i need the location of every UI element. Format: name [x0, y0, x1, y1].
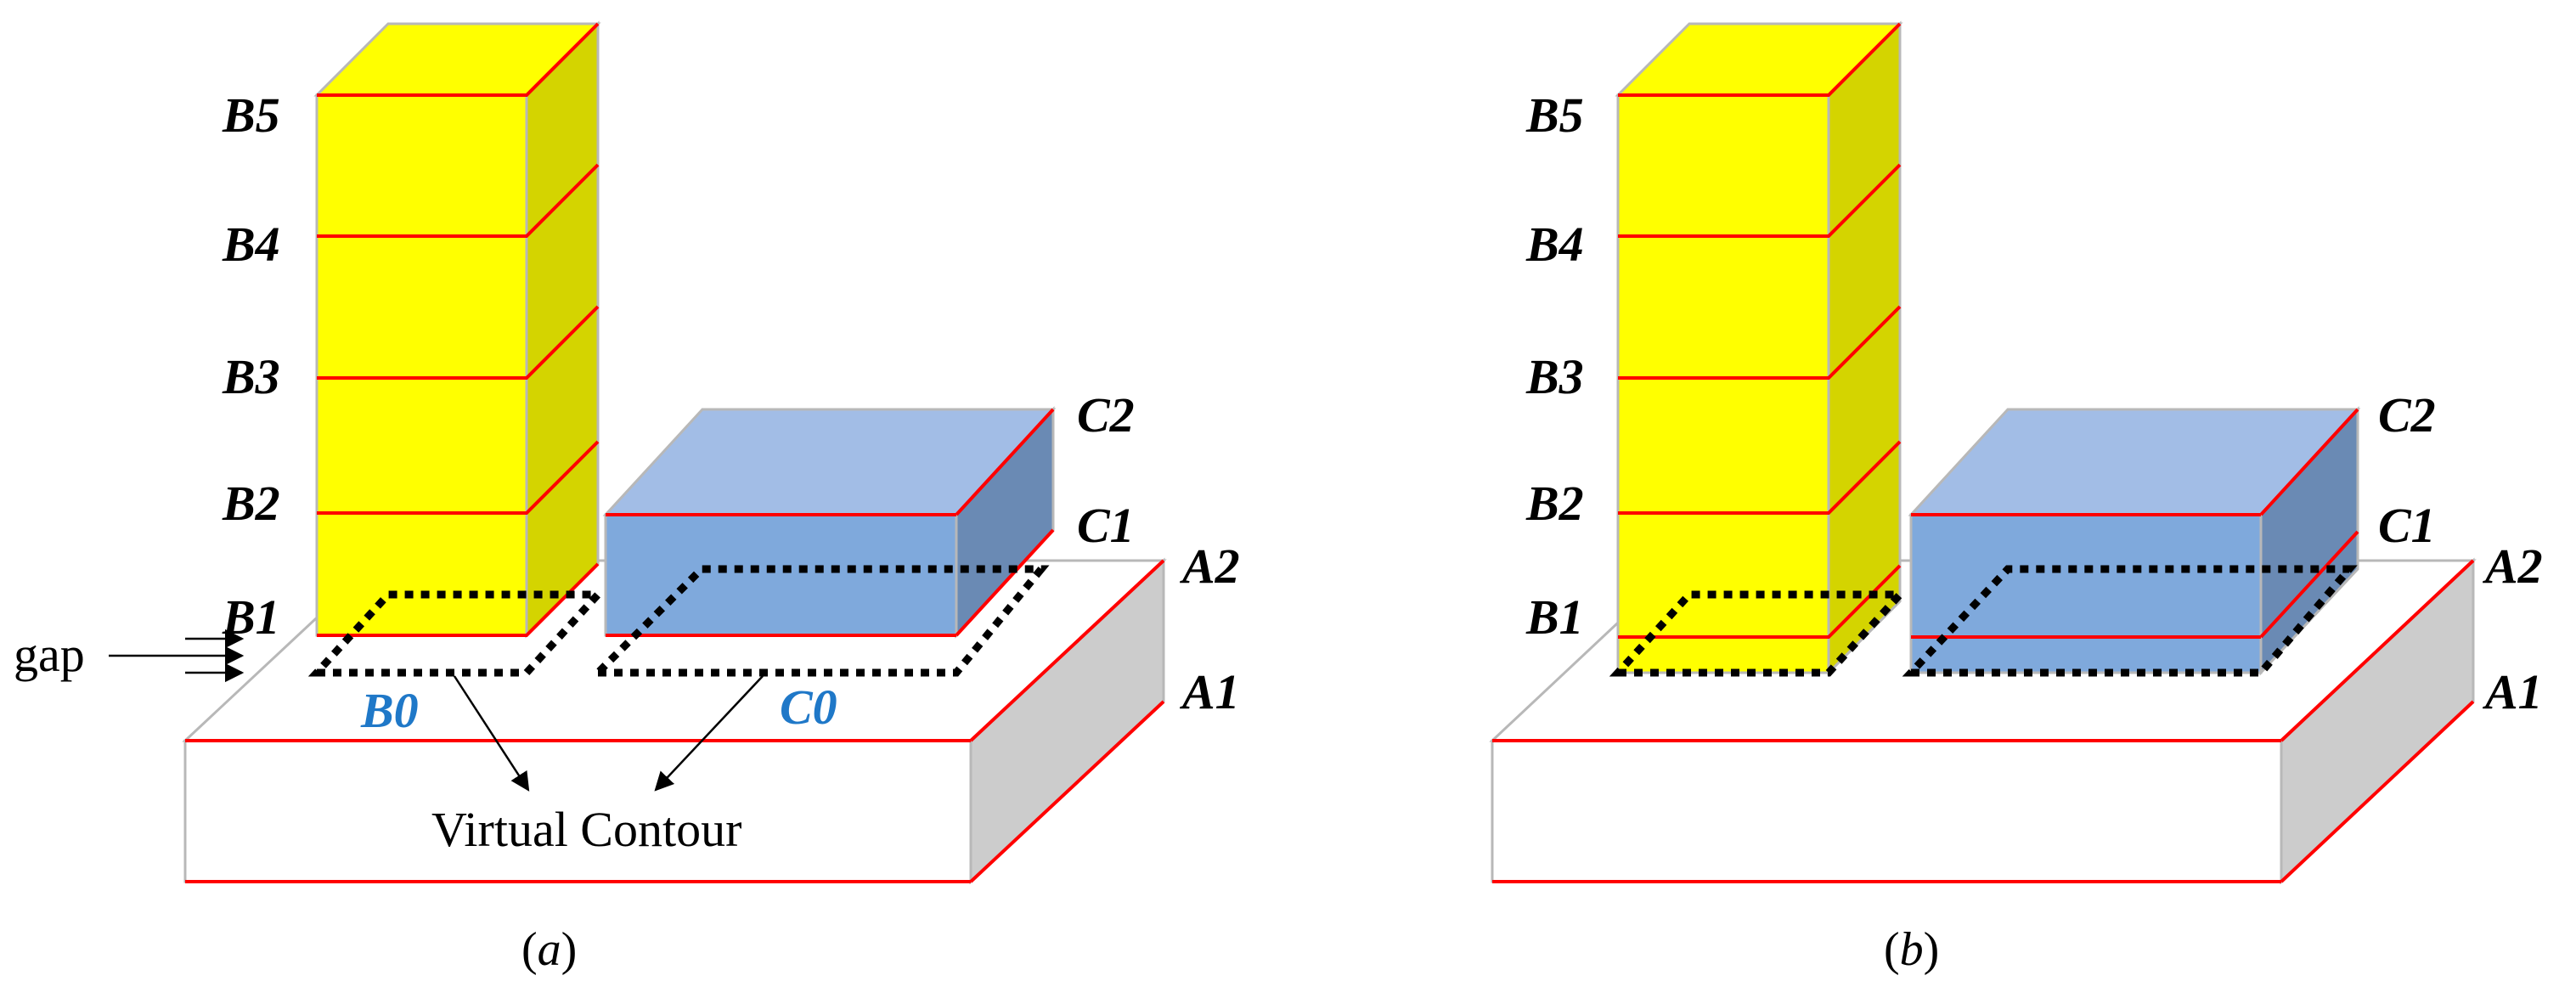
- level-b2: [1618, 440, 1902, 515]
- level-b4: [1618, 163, 1902, 238]
- column-b: [313, 20, 601, 639]
- label-c1: C1: [2378, 498, 2436, 553]
- slab-edge-a1-diag: [969, 700, 1165, 883]
- label-b1: B1: [222, 589, 280, 645]
- level-b4: [317, 163, 600, 238]
- column-b-front: [315, 93, 528, 637]
- label-b1: B1: [1525, 589, 1584, 645]
- virtual-contour-c0: [589, 565, 1050, 677]
- caption-b-open: (: [1884, 923, 1900, 976]
- level-b3: [1618, 305, 1902, 380]
- panel-b: B5 B4 B3 B2 B1 C2 C1 A2 A1 (b): [1489, 20, 2543, 976]
- label-b0: B0: [360, 683, 419, 738]
- label-c0: C0: [780, 679, 837, 735]
- caption-a-close: ): [561, 923, 578, 976]
- column-b-front: [1616, 93, 1830, 674]
- block-c-edge-c1-diag: [955, 528, 1055, 637]
- label-a1: A1: [2483, 664, 2543, 719]
- virtual-contour-label: Virtual Contour: [431, 802, 741, 857]
- level-b1: [1618, 564, 1902, 639]
- block-c: [602, 406, 1057, 639]
- virtual-contour-c0: [1902, 565, 2358, 677]
- contour-arrow-b0: [453, 675, 530, 792]
- block-c-edge-c1-diag: [2259, 530, 2359, 639]
- block-c-front: [604, 513, 958, 637]
- label-b2: B2: [222, 476, 280, 531]
- panel-a: B5 B4 B3 B2 B1 C2 C1 A2 A1 B0 C0 gap Vir…: [14, 20, 1240, 976]
- column-b-level-lines: [317, 22, 600, 637]
- caption-b-letter: b: [1900, 923, 1924, 976]
- label-a2: A2: [1180, 538, 1240, 594]
- caption-b: (b): [1884, 923, 1939, 976]
- label-c1: C1: [1077, 498, 1135, 553]
- label-a2: A2: [2483, 538, 2543, 594]
- slab-edge-a2-diag: [2280, 559, 2475, 742]
- label-b4: B4: [222, 217, 280, 272]
- label-b3: B3: [1525, 349, 1584, 404]
- caption-a-letter: a: [538, 923, 561, 976]
- caption-a-open: (: [521, 923, 538, 976]
- slab-edge-a1-diag: [2280, 700, 2475, 883]
- label-b4: B4: [1525, 217, 1584, 272]
- slab-edge-a2-diag: [969, 559, 1165, 742]
- block-c-edge-c2-diag: [955, 408, 1055, 516]
- block-c-front: [1909, 513, 2263, 674]
- slab-front-face: [1491, 739, 2283, 883]
- caption-a: (a): [521, 923, 577, 976]
- block-c-edge-c2-diag: [2259, 408, 2359, 516]
- level-b5: [1618, 22, 1902, 97]
- label-a1: A1: [1180, 664, 1240, 719]
- level-b5: [317, 22, 600, 97]
- column-b: [1615, 20, 1903, 676]
- gap-label: gap: [14, 627, 85, 682]
- label-b5: B5: [222, 87, 280, 143]
- level-b1: [317, 562, 600, 637]
- level-b3: [317, 305, 600, 380]
- caption-b-close: ): [1924, 923, 1940, 976]
- column-b-side: [525, 20, 600, 639]
- label-c2: C2: [1077, 387, 1135, 443]
- label-b5: B5: [1525, 87, 1584, 143]
- label-b2: B2: [1525, 476, 1584, 531]
- level-b2: [317, 440, 600, 515]
- contour-arrow-c0: [654, 675, 764, 792]
- label-c2: C2: [2378, 387, 2436, 443]
- block-c: [1908, 406, 2361, 676]
- column-b-level-lines: [1618, 22, 1902, 639]
- label-b3: B3: [222, 349, 280, 404]
